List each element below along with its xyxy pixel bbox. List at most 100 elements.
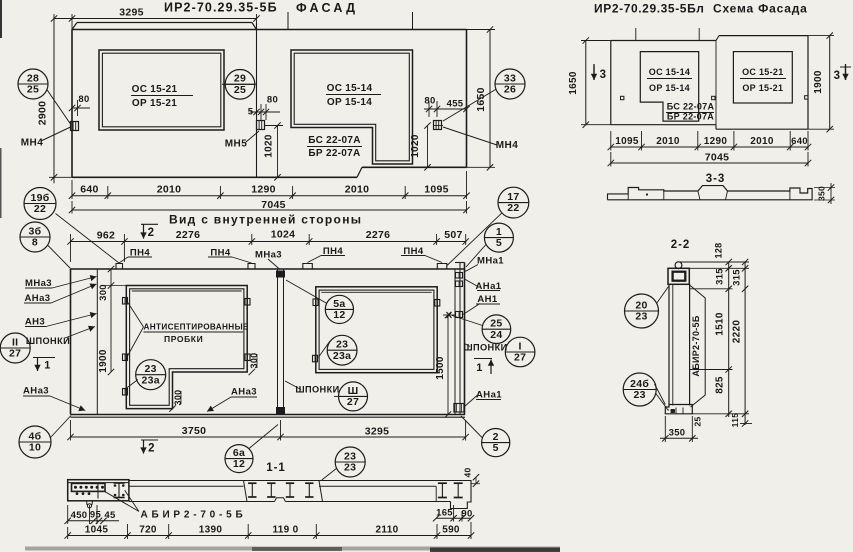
svg-text:АНа1: АНа1 <box>476 281 502 292</box>
svg-text:1900: 1900 <box>98 349 109 373</box>
svg-text:27: 27 <box>347 396 359 408</box>
svg-text:1390: 1390 <box>199 525 223 536</box>
svg-text:350: 350 <box>817 186 827 201</box>
svg-text:20: 20 <box>635 299 647 311</box>
svg-text:5а: 5а <box>333 298 345 310</box>
svg-text:5: 5 <box>248 107 254 118</box>
svg-text:3295: 3295 <box>119 7 144 19</box>
svg-text:455: 455 <box>447 99 464 110</box>
svg-text:ФАСАД: ФАСАД <box>296 1 358 15</box>
svg-text:22: 22 <box>507 202 519 214</box>
svg-text:28: 28 <box>27 72 39 84</box>
svg-text:962: 962 <box>97 230 115 242</box>
svg-text:24: 24 <box>490 329 502 341</box>
svg-text:Вид с внутренней стороны: Вид с внутренней стороны <box>169 213 362 227</box>
svg-text:1: 1 <box>44 360 50 372</box>
svg-text:ОС 15-14: ОС 15-14 <box>649 67 690 77</box>
svg-text:350: 350 <box>669 428 686 439</box>
svg-text:МН4: МН4 <box>21 138 44 149</box>
svg-text:315: 315 <box>732 269 743 286</box>
svg-text:МНа3: МНа3 <box>25 278 52 289</box>
svg-text:ПН4: ПН4 <box>210 248 230 259</box>
svg-text:90: 90 <box>461 509 472 520</box>
svg-text:95: 95 <box>90 510 102 521</box>
svg-text:2220: 2220 <box>732 320 743 344</box>
svg-text:АН1: АН1 <box>477 294 498 305</box>
svg-text:27: 27 <box>9 348 21 360</box>
svg-text:2-2: 2-2 <box>671 239 691 251</box>
svg-text:БР 22-07А: БР 22-07А <box>308 148 360 159</box>
svg-text:315: 315 <box>715 268 726 285</box>
svg-text:29: 29 <box>234 73 246 85</box>
svg-text:ПРОБКИ: ПРОБКИ <box>164 334 203 344</box>
svg-text:300: 300 <box>173 390 183 406</box>
svg-text:БС 22-07А: БС 22-07А <box>308 135 361 146</box>
svg-text:23: 23 <box>344 450 356 462</box>
svg-text:1290: 1290 <box>251 184 276 196</box>
svg-text:4б: 4б <box>29 430 42 442</box>
svg-text:19б: 19б <box>30 192 49 204</box>
svg-text:590: 590 <box>442 525 460 536</box>
svg-text:25: 25 <box>490 318 502 330</box>
svg-text:1095: 1095 <box>424 184 449 196</box>
svg-text:АНа1: АНа1 <box>476 390 502 401</box>
svg-text:23а: 23а <box>333 350 351 362</box>
svg-text:23: 23 <box>634 389 646 401</box>
svg-text:1900: 1900 <box>813 70 824 94</box>
svg-text:1095: 1095 <box>615 136 639 147</box>
svg-text:300: 300 <box>98 284 109 301</box>
svg-text:1650: 1650 <box>475 87 487 112</box>
svg-text:40: 40 <box>463 467 473 477</box>
svg-text:12: 12 <box>233 458 245 470</box>
svg-text:2: 2 <box>493 431 499 443</box>
svg-text:1: 1 <box>496 226 502 238</box>
svg-text:ОР 15-21: ОР 15-21 <box>132 98 177 109</box>
svg-text:ОС 15-21: ОС 15-21 <box>742 67 783 77</box>
svg-text:25: 25 <box>27 84 39 96</box>
svg-text:3295: 3295 <box>365 426 390 438</box>
svg-text:1045: 1045 <box>85 525 109 536</box>
svg-text:МН4: МН4 <box>496 140 519 151</box>
svg-text:1650: 1650 <box>568 71 579 95</box>
svg-text:23: 23 <box>344 462 356 474</box>
svg-text:АБИР2-70-5Б: АБИР2-70-5Б <box>691 315 701 376</box>
svg-text:128: 128 <box>714 243 724 259</box>
svg-text:640: 640 <box>80 184 98 196</box>
svg-text:17: 17 <box>507 191 519 203</box>
svg-text:507: 507 <box>444 229 462 241</box>
svg-text:АНа3: АНа3 <box>23 386 49 397</box>
svg-text:Схема Фасада: Схема Фасада <box>713 2 808 16</box>
svg-text:25: 25 <box>693 416 703 426</box>
svg-text:Ш: Ш <box>348 385 359 397</box>
svg-text:3: 3 <box>834 70 841 82</box>
svg-text:ОС 15-14: ОС 15-14 <box>327 83 373 94</box>
svg-text:115: 115 <box>730 413 740 428</box>
svg-text:АНа3: АНа3 <box>231 387 257 398</box>
svg-text:26: 26 <box>504 84 516 96</box>
svg-text:2276: 2276 <box>366 229 391 241</box>
svg-text:ШПОНКИ: ШПОНКИ <box>463 343 507 353</box>
svg-text:80: 80 <box>424 96 435 107</box>
svg-text:2: 2 <box>148 227 155 239</box>
svg-text:2010: 2010 <box>157 184 182 196</box>
svg-text:119 0: 119 0 <box>273 525 299 536</box>
svg-text:2276: 2276 <box>176 229 201 241</box>
svg-text:12: 12 <box>333 309 345 321</box>
svg-text:450: 450 <box>71 510 88 521</box>
svg-text:ИР2-70.29.35-5Бл: ИР2-70.29.35-5Бл <box>594 2 705 16</box>
svg-text:1290: 1290 <box>704 136 728 147</box>
svg-text:1: 1 <box>476 362 482 374</box>
svg-text:7045: 7045 <box>705 152 730 164</box>
svg-text:10: 10 <box>29 442 41 454</box>
svg-text:2010: 2010 <box>345 184 370 196</box>
svg-text:825: 825 <box>715 376 726 394</box>
svg-text:ПН4: ПН4 <box>130 248 150 259</box>
svg-text:23: 23 <box>145 363 157 375</box>
svg-text:МНа1: МНа1 <box>477 255 504 266</box>
svg-text:БР 22-07А: БР 22-07А <box>667 112 714 122</box>
svg-text:24б: 24б <box>630 378 649 390</box>
svg-text:27: 27 <box>514 352 526 364</box>
svg-text:1500: 1500 <box>435 356 446 380</box>
svg-text:БС 22-07А: БС 22-07А <box>667 102 715 112</box>
svg-text:ИР2-70.29.35-5Б: ИР2-70.29.35-5Б <box>164 1 278 15</box>
